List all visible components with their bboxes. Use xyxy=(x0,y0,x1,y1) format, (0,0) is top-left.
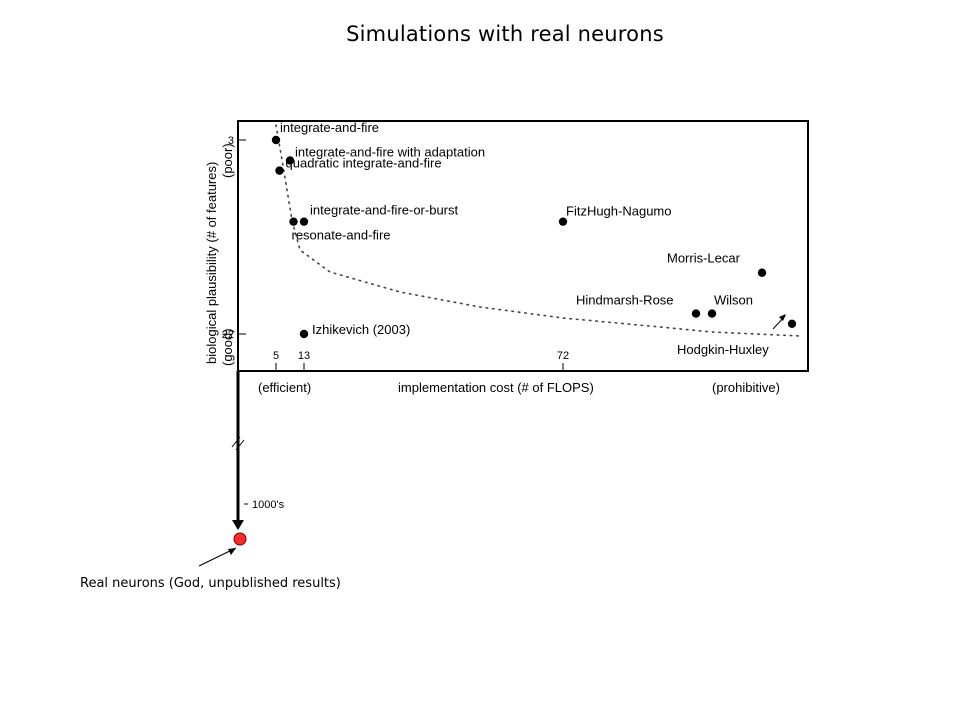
data-point xyxy=(289,217,298,226)
point-label: integrate-and-fire-or-burst xyxy=(310,203,459,218)
x-tick-label: 72 xyxy=(557,350,569,362)
x-tick-label: 13 xyxy=(298,350,310,362)
x-tick-label: 5 xyxy=(273,350,279,362)
point-label: Wilson xyxy=(714,293,753,308)
slide-title: Simulations with real neurons xyxy=(346,22,664,46)
point-label: integrate-and-fire xyxy=(280,120,379,135)
point-label-layer: integrate-and-fire integrate-and-fire wit… xyxy=(280,120,769,357)
x-axis-label: implementation cost (# of FLOPS) xyxy=(398,380,594,395)
plot-frame xyxy=(237,120,809,372)
tick-layer: 5 13 72 3 22 xyxy=(222,135,569,371)
point-layer xyxy=(271,135,797,339)
data-point xyxy=(299,329,309,339)
hodgkin-huxley-arrowhead xyxy=(779,314,786,321)
data-point xyxy=(707,309,717,318)
y-axis-bottom-end-label: (good) xyxy=(220,328,235,366)
data-point xyxy=(271,135,281,145)
point-label: Hodgkin-Huxley xyxy=(677,342,769,357)
axis-extension-arrow xyxy=(232,520,244,530)
axis-break-mark xyxy=(231,436,241,448)
point-label: Izhikevich (2003) xyxy=(312,322,410,337)
point-label: Hindmarsh-Rose xyxy=(576,293,674,308)
extension-tick-label: 1000's xyxy=(252,499,285,511)
x-axis-right-end-label: (prohibitive) xyxy=(712,380,780,395)
point-label: quadratic integrate-and-fire xyxy=(286,156,442,171)
y-axis-label: biological plausibility (# of features) xyxy=(204,162,219,364)
y-tick-label: 22 xyxy=(222,329,234,341)
real-neurons-caption: Real neurons (God, unpublished results) xyxy=(80,576,341,591)
data-point xyxy=(275,166,284,175)
point-label: resonate-and-fire xyxy=(292,228,391,243)
data-point xyxy=(558,217,568,226)
data-point xyxy=(691,309,701,318)
data-point xyxy=(787,319,797,328)
point-label: integrate-and-fire with adaptation xyxy=(295,144,485,159)
data-point xyxy=(299,217,309,226)
data-point xyxy=(757,268,767,277)
point-label: FitzHugh-Nagumo xyxy=(566,204,672,219)
real-neuron-point xyxy=(233,532,247,546)
x-axis-left-end-label: (efficient) xyxy=(258,380,311,395)
point-label: Morris-Lecar xyxy=(667,251,741,266)
pointer-arrowhead xyxy=(228,548,236,555)
data-point xyxy=(285,156,295,165)
axis-break-mark xyxy=(235,439,245,451)
y-axis-top-end-label: (poor) xyxy=(220,143,235,178)
y-tick-label: 3 xyxy=(228,135,234,147)
